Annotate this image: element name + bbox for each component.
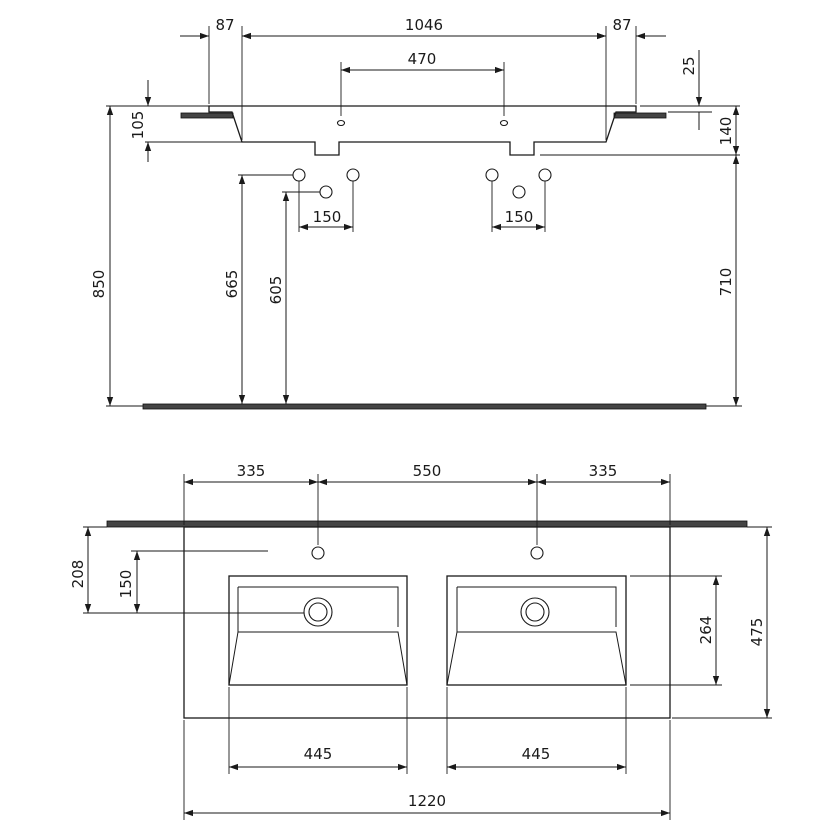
dim-height-right: 140 xyxy=(717,117,735,146)
side-view: 87 1046 87 470 25 140 710 105 850 xyxy=(90,16,742,410)
floor-line xyxy=(142,403,707,410)
tap-hole-top-left xyxy=(311,546,325,560)
dim-floor-to-rim: 850 xyxy=(90,270,108,299)
bowl-right xyxy=(446,575,627,686)
dim-bowl-width-right: 445 xyxy=(522,745,551,763)
outlet-left-lower xyxy=(319,185,333,199)
tap-hole-left xyxy=(336,119,346,127)
outlet-right-upper-1 xyxy=(485,168,499,182)
dim-bowl-width-left: 445 xyxy=(304,745,333,763)
dim-floor-to-drain: 710 xyxy=(717,268,735,297)
dim-height-left: 105 xyxy=(129,111,147,140)
dim-overhang-left: 87 xyxy=(215,16,234,34)
dim-overhang-right: 87 xyxy=(612,16,631,34)
drain-right-inner xyxy=(525,602,545,622)
dim-outlet-spacing-right: 150 xyxy=(505,208,534,226)
dim-overall-depth: 475 xyxy=(748,618,766,647)
dim-tap-spacing: 470 xyxy=(408,50,437,68)
drain-left-inner xyxy=(308,602,328,622)
bowl-left xyxy=(228,575,408,686)
dim-edge-to-tap-left: 335 xyxy=(237,462,266,480)
outlet-left-upper-1 xyxy=(292,168,306,182)
dim-tap-to-edge-right: 335 xyxy=(589,462,618,480)
outlet-left-upper-2 xyxy=(346,168,360,182)
tap-hole-top-right xyxy=(530,546,544,560)
wall-right-section xyxy=(613,112,667,119)
dim-bowl-depth: 264 xyxy=(697,616,715,645)
basin-outline xyxy=(183,526,671,719)
dim-outlet-spacing-left: 150 xyxy=(313,208,342,226)
outlet-right-upper-2 xyxy=(538,168,552,182)
dim-rim-thickness-right: 25 xyxy=(680,56,698,75)
dim-overall-width: 1220 xyxy=(408,792,446,810)
basin-profile xyxy=(208,105,637,156)
dim-inner-width: 1046 xyxy=(405,16,443,34)
dim-tap-to-drain: 150 xyxy=(117,570,135,599)
dim-floor-to-lower-outlet: 605 xyxy=(267,276,285,305)
wall-section xyxy=(106,520,748,528)
top-view: 335 550 335 208 150 264 475 445 xyxy=(69,462,772,820)
outlet-right-lower xyxy=(512,185,526,199)
wall-left-section xyxy=(180,112,234,119)
dim-tap-to-tap: 550 xyxy=(413,462,442,480)
tap-hole-right xyxy=(499,119,509,127)
dim-floor-to-upper-outlet: 665 xyxy=(223,270,241,299)
dim-wall-to-drain: 208 xyxy=(69,560,87,589)
